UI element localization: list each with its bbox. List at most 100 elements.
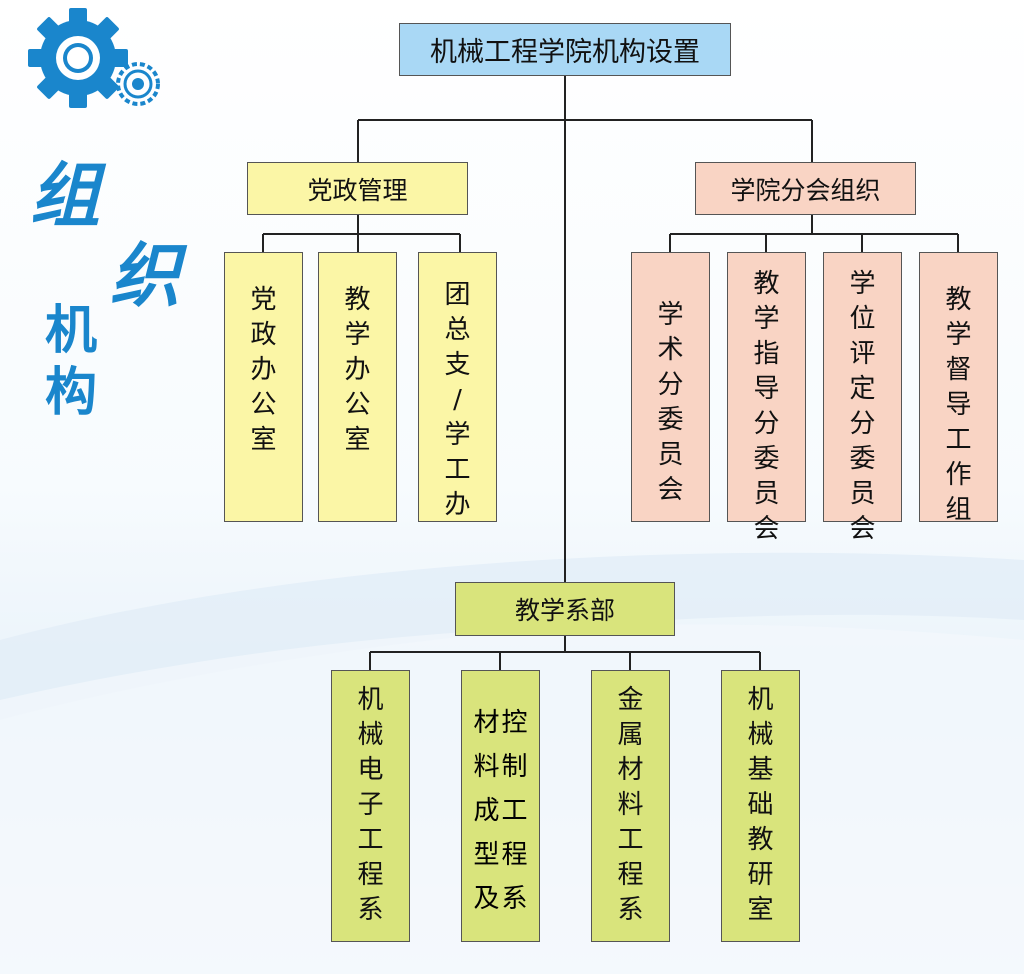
vertical-char: 及 xyxy=(473,884,500,914)
vertical-char: 委 xyxy=(753,444,780,474)
vertical-char: 程 xyxy=(617,860,644,890)
vertical-char: 料 xyxy=(617,790,644,820)
vertical-char: 学 xyxy=(657,300,684,330)
vertical-char: 团 xyxy=(444,280,471,310)
vertical-char: 员 xyxy=(753,479,780,509)
department-child-4: 机械基础教研室 xyxy=(721,670,800,942)
root-node: 机械工程学院机构设置 xyxy=(399,23,731,76)
vertical-char: 会 xyxy=(849,514,876,544)
vertical-char: 学 xyxy=(849,269,876,299)
vertical-char: 电 xyxy=(357,755,384,785)
department-node: 教学系部 xyxy=(455,582,675,636)
vertical-char: 工 xyxy=(357,825,384,855)
vertical-char: 定 xyxy=(849,374,876,404)
department-child-3: 金属材料工程系 xyxy=(591,670,670,942)
vertical-char: 员 xyxy=(657,440,684,470)
vertical-char: 公 xyxy=(250,390,277,420)
vertical-char: 分 xyxy=(657,370,684,400)
admin-node: 党政管理 xyxy=(247,162,468,215)
vertical-char: 料 xyxy=(473,752,500,782)
vertical-char: 材 xyxy=(617,755,644,785)
admin-child-2: 教学办公室 xyxy=(318,252,397,522)
vertical-char: 械 xyxy=(747,720,774,750)
vertical-char: 术 xyxy=(657,335,684,365)
vertical-char: 室 xyxy=(344,425,371,455)
vertical-char: 室 xyxy=(250,425,277,455)
vertical-char: 位 xyxy=(849,304,876,334)
vertical-char: 材 xyxy=(473,708,500,738)
vertical-char: 导 xyxy=(945,390,972,420)
committee-child-2: 教学指导分委员会 xyxy=(727,252,806,544)
vertical-char: 教 xyxy=(753,269,780,299)
vertical-char: 子 xyxy=(357,790,384,820)
vertical-char: 属 xyxy=(617,720,644,750)
department-child-2-col-2: 材料成型及 xyxy=(473,701,499,941)
vertical-char: 公 xyxy=(344,390,371,420)
vertical-char: 教 xyxy=(945,285,972,315)
vertical-char: 系 xyxy=(617,895,644,925)
vertical-char: 机 xyxy=(357,685,384,715)
vertical-char: 工 xyxy=(945,425,972,455)
vertical-char: 础 xyxy=(747,790,774,820)
vertical-char: 工 xyxy=(444,455,471,485)
vertical-char: 基 xyxy=(747,755,774,785)
gear-icon xyxy=(28,8,160,108)
vertical-char: 会 xyxy=(657,475,684,505)
vertical-char: 系 xyxy=(501,884,528,914)
vertical-char: 学 xyxy=(444,420,471,450)
vertical-char: 委 xyxy=(657,405,684,435)
department-child-1: 机械电子工程系 xyxy=(331,670,410,942)
vertical-char: 教 xyxy=(747,825,774,855)
vertical-char: 成 xyxy=(473,796,500,826)
vertical-char: 程 xyxy=(501,840,528,870)
vertical-char: 制 xyxy=(501,752,528,782)
vertical-char: 控 xyxy=(501,708,528,738)
vertical-char: 导 xyxy=(753,374,780,404)
committee-node: 学院分会组织 xyxy=(695,162,916,215)
vertical-char: 办 xyxy=(344,355,371,385)
vertical-char: 程 xyxy=(357,860,384,890)
vertical-char: 械 xyxy=(357,720,384,750)
committee-child-1: 学术分委员会 xyxy=(631,252,710,522)
vertical-char: 员 xyxy=(849,479,876,509)
vertical-char: 分 xyxy=(849,409,876,439)
department-child-2: 控制工程系 材料成型及 xyxy=(461,670,540,942)
vertical-char: 委 xyxy=(849,444,876,474)
vertical-char: 党 xyxy=(250,285,277,315)
side-title-char-4: 构 xyxy=(45,363,98,423)
vertical-char: 工 xyxy=(501,796,528,826)
vertical-char: 学 xyxy=(344,320,371,350)
admin-child-3: 团总支 / 学工办 xyxy=(418,252,497,522)
committee-child-3: 学位评定分委员会 xyxy=(823,252,902,544)
vertical-char: 机 xyxy=(747,685,774,715)
committee-child-4: 教学督导工作组 xyxy=(919,252,998,525)
vertical-char: 办 xyxy=(444,490,471,520)
admin-child-1: 党政办公室 xyxy=(224,252,303,522)
vertical-char: 系 xyxy=(357,895,384,925)
vertical-char: 学 xyxy=(753,304,780,334)
vertical-char: 分 xyxy=(753,409,780,439)
vertical-char: 学 xyxy=(945,320,972,350)
department-child-2-col-1: 控制工程系 xyxy=(502,701,528,941)
side-title-char-1: 组 xyxy=(30,154,100,237)
vertical-char: 会 xyxy=(753,514,780,544)
vertical-char: 支 xyxy=(444,350,471,380)
vertical-char: 督 xyxy=(945,355,972,385)
vertical-char: 组 xyxy=(945,495,972,525)
vertical-char: 总 xyxy=(444,315,471,345)
side-title-char-2: 织 xyxy=(110,234,180,317)
vertical-char: 研 xyxy=(747,860,774,890)
vertical-char: 作 xyxy=(945,460,972,490)
vertical-char: 评 xyxy=(849,339,876,369)
vertical-char: 指 xyxy=(753,339,780,369)
vertical-char: 工 xyxy=(617,825,644,855)
vertical-char: 型 xyxy=(473,840,500,870)
vertical-char: 政 xyxy=(250,320,277,350)
vertical-char: 办 xyxy=(250,355,277,385)
vertical-char: 室 xyxy=(747,895,774,925)
vertical-char: / xyxy=(453,385,462,415)
vertical-char: 教 xyxy=(344,285,371,315)
side-title-char-3: 机 xyxy=(45,301,98,361)
vertical-char: 金 xyxy=(617,685,644,715)
